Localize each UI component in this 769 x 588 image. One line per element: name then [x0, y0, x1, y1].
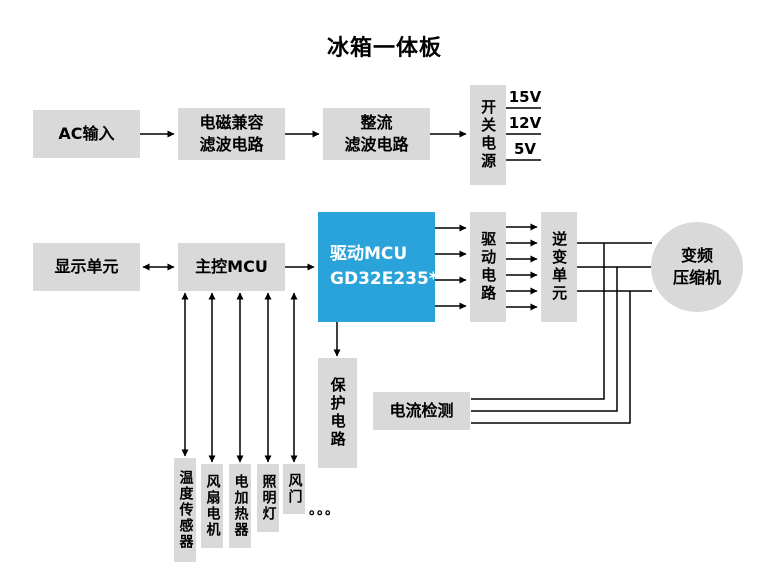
more-peripherals-ellipsis: 。。。: [309, 502, 340, 518]
node-ac-input: AC输入: [33, 110, 140, 158]
node-lighting: 照明灯: [257, 464, 279, 532]
node-rectifier-filter: 整流 滤波电路: [323, 108, 430, 160]
node-fan-motor: 风扇电机: [201, 464, 223, 548]
node-drive-mcu: 驱动MCU GD32E235*: [318, 212, 438, 322]
node-switching-power: 开关电源: [470, 85, 506, 185]
node-temperature-sensor: 温度传感器: [174, 458, 196, 562]
node-drive-circuit: 驱动电路: [470, 212, 506, 322]
node-compressor: 变频 压缩机: [651, 222, 743, 312]
rail-label-12v: 12V: [508, 114, 542, 132]
node-emc-filter: 电磁兼容 滤波电路: [178, 108, 285, 160]
rail-label-5v: 5V: [513, 140, 537, 158]
node-display-unit: 显示单元: [33, 243, 140, 291]
node-air-damper: 风门: [283, 464, 305, 514]
diagram-title: 冰箱一体板: [326, 36, 442, 61]
node-electric-heater: 电加热器: [229, 464, 251, 548]
node-inverter-unit: 逆变单元: [541, 212, 577, 322]
peripheral-wires: [181, 292, 298, 463]
rail-label-15v: 15V: [508, 88, 542, 106]
node-protection-circuit: 保护电路: [318, 358, 357, 468]
node-current-detection: 电流检测: [373, 392, 470, 430]
node-main-mcu: 主控MCU: [178, 243, 285, 291]
